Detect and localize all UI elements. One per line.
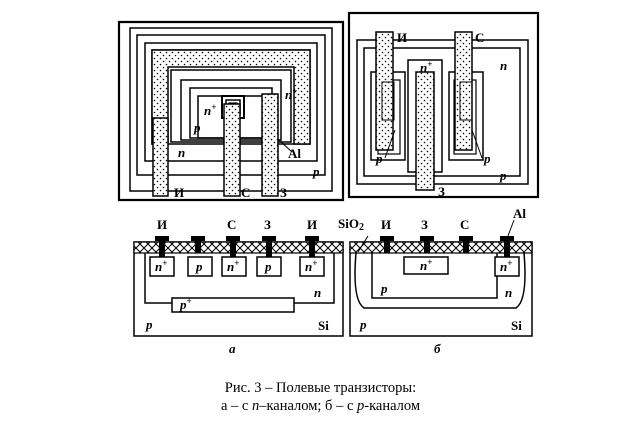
- bl-terminal-2: С: [227, 217, 236, 232]
- caption-line-2: а – с n–каналом; б – с p-каналом: [220, 398, 421, 414]
- bl-well-2: p: [195, 259, 203, 274]
- br-p-label: p: [359, 317, 367, 332]
- br-oxide: [349, 241, 533, 254]
- tr-n-label: n: [500, 58, 507, 73]
- bl-terminal-3: З: [264, 217, 271, 232]
- top-left-plan: [117, 20, 345, 202]
- br-well-2: n+: [500, 258, 512, 274]
- top-right-drain-lead: [454, 31, 473, 151]
- bl-sub-label: а: [229, 341, 236, 356]
- transistor-figure: И С З Al n+ n+ p n p И С З n+ n p p p: [117, 11, 540, 356]
- top-right-source-lead: [375, 31, 394, 151]
- br-terminal-3: С: [460, 217, 469, 232]
- tl-drain-label: З: [280, 185, 287, 200]
- bl-terminal-1: И: [157, 217, 167, 232]
- tr-p-left-label: p: [375, 151, 383, 166]
- bl-well-4: p: [264, 259, 272, 274]
- top-left-drain-lead: [261, 93, 279, 197]
- bl-buried-label: p+: [179, 296, 192, 312]
- top-right-gate-lead: [415, 71, 435, 191]
- bottom-left-labels: И С З И n+ p n+ p n+ p+ n p Si а: [145, 217, 329, 356]
- tl-p-label: p: [193, 120, 201, 135]
- top-right-plan: [347, 11, 540, 199]
- br-si-label: Si: [511, 318, 522, 333]
- tl-n-label: n: [178, 145, 185, 160]
- br-terminal-1: И: [381, 217, 391, 232]
- tr-p-outer-label: p: [499, 168, 507, 183]
- br-metal-label: Al: [513, 206, 526, 221]
- top-left-labels: И С З Al n+ n+ p n p: [174, 86, 320, 200]
- tl-nplus-side-label: n+: [285, 86, 297, 102]
- tr-source-label: И: [397, 30, 407, 45]
- tr-p-right-label: p: [483, 151, 491, 166]
- br-n-label: n: [505, 285, 512, 300]
- tl-source-label: И: [174, 185, 184, 200]
- br-well-1: n+: [420, 257, 432, 273]
- caption-line-1: Рис. 3 – Полевые транзисторы:: [224, 380, 417, 396]
- bl-well-1: n+: [155, 258, 167, 274]
- tl-nplus-label: n+: [204, 102, 216, 118]
- tr-nplus-label: n+: [420, 59, 432, 75]
- br-terminal-2: З: [421, 217, 428, 232]
- br-p-inner-label: p: [380, 281, 388, 296]
- tr-gate-label: З: [438, 184, 445, 199]
- tl-metal-label: Al: [288, 146, 301, 161]
- tl-gate-label: С: [241, 185, 250, 200]
- top-left-gate-lead: [223, 103, 241, 197]
- top-left-source-lead: [152, 117, 169, 197]
- tr-drain-label: С: [475, 30, 484, 45]
- bl-n-label: n: [314, 285, 321, 300]
- bottom-right-section: [349, 241, 533, 337]
- bl-oxide: [133, 241, 344, 254]
- bottom-left-section: [133, 241, 344, 337]
- br-contacts: [380, 236, 514, 257]
- top-right-labels: И С З n+ n p p p: [375, 30, 507, 199]
- bl-buried-layer: [171, 297, 295, 313]
- bl-contacts: [155, 236, 319, 257]
- tl-p-outer-label: p: [312, 164, 320, 179]
- bl-terminal-4: И: [307, 217, 317, 232]
- bottom-right-labels: SiO2 Al И З С n+ n+ p n p Si б: [338, 206, 526, 356]
- bl-well-3: n+: [227, 258, 239, 274]
- br-sub-label: б: [434, 341, 441, 356]
- bl-well-5: n+: [305, 258, 317, 274]
- bl-si-label: Si: [318, 318, 329, 333]
- br-oxide-label: SiO2: [338, 216, 364, 233]
- bl-p-label: p: [145, 317, 153, 332]
